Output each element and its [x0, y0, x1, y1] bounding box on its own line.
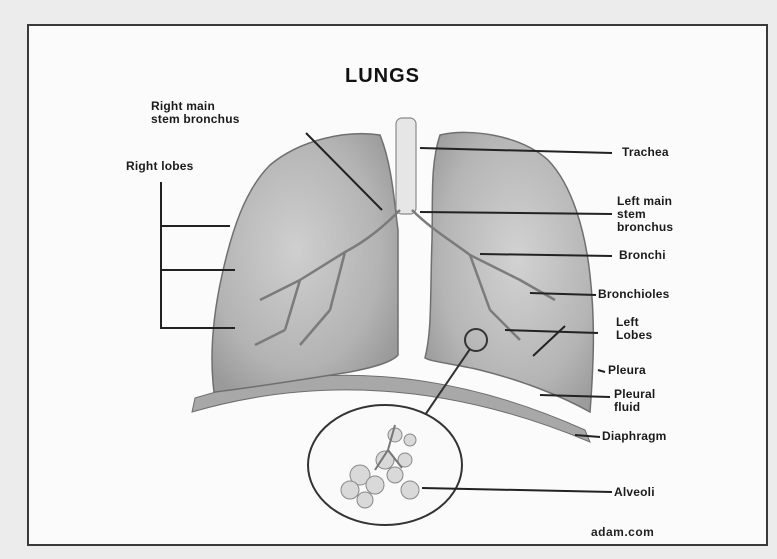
label-left-lobes: Left Lobes — [616, 316, 652, 342]
label-bronchi: Bronchi — [619, 249, 666, 262]
label-bronchioles: Bronchioles — [598, 288, 670, 301]
label-right-main-stem-bronchus: Right main stem bronchus — [151, 100, 240, 126]
label-left-main-stem-bronchus: Left main stem bronchus — [617, 195, 673, 234]
label-trachea: Trachea — [622, 146, 669, 159]
label-alveoli: Alveoli — [614, 486, 655, 499]
credit-text: adam.com — [591, 525, 654, 539]
label-right-lobes: Right lobes — [126, 160, 194, 173]
trachea-shape — [396, 118, 416, 214]
label-diaphragm: Diaphragm — [602, 430, 666, 443]
label-pleural-fluid: Pleural fluid — [614, 388, 655, 414]
right-lung-shape — [212, 134, 398, 392]
left-lung-shape — [425, 132, 593, 412]
diagram-title: LUNGS — [345, 65, 420, 88]
label-pleura: Pleura — [608, 364, 646, 377]
